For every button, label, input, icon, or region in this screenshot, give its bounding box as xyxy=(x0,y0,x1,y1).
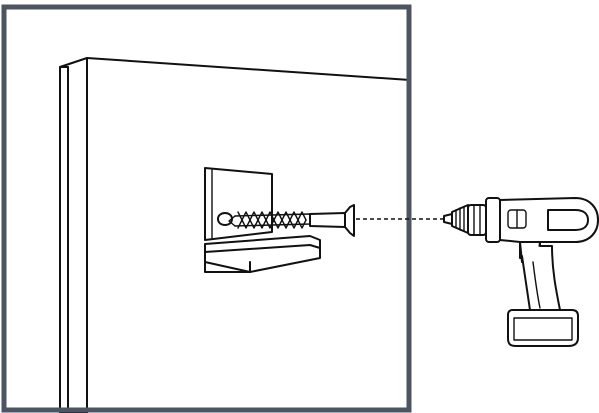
drill-icon xyxy=(443,197,599,347)
cabinet-panel xyxy=(59,57,411,413)
wall-frame xyxy=(1,4,412,413)
screw xyxy=(228,204,355,237)
angle-bracket xyxy=(204,167,321,273)
